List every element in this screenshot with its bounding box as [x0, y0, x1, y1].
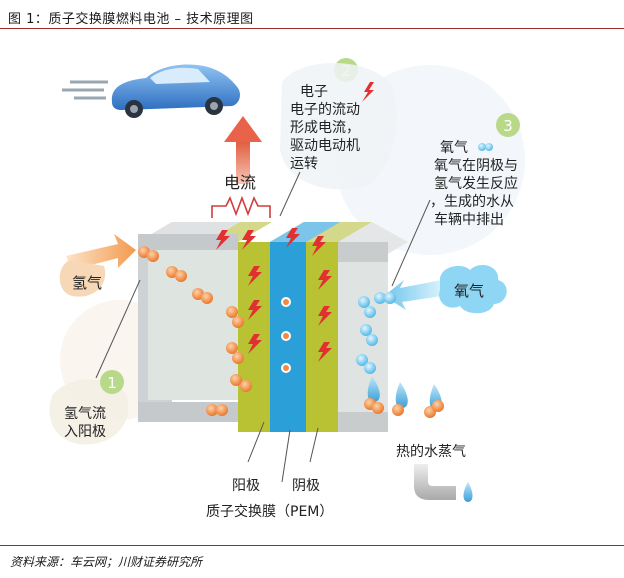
oxygen-molecule-icon — [478, 143, 493, 151]
step-2-text-3: 形成电流， — [290, 120, 360, 136]
step-3-text-3: 氢气发生反应 — [434, 175, 518, 192]
step-3-text-5: 车辆中排出 — [434, 211, 504, 228]
current-up-arrow — [224, 116, 262, 184]
step-1-text-2: 入阳极 — [64, 424, 106, 440]
proton-particles — [281, 297, 291, 373]
pem-leader — [281, 429, 291, 483]
oxygen-molecules — [356, 292, 396, 374]
step-3-text-4: ，生成的水从 — [430, 194, 514, 210]
electron-sparks — [216, 228, 332, 362]
step-2-text-2: 电子的流动 — [290, 102, 360, 118]
step-3-badge: 3 — [496, 113, 520, 137]
top-rule — [0, 28, 624, 29]
pem-label: 质子交换膜（PEM） — [206, 503, 333, 520]
exhaust-pipe-icon — [414, 464, 473, 502]
figure-source: 资料来源：车云网；川财证券研究所 — [10, 555, 203, 569]
fuel-cell-diagram: 2 电子 电子的流动 形成电流， 驱动电动机 运转 电流 3 氧气 氧气在阴极与… — [49, 58, 525, 520]
anode-leader — [247, 421, 265, 463]
resistor-icon — [211, 195, 271, 218]
figure-title: 图 1：质子交换膜燃料电池 – 技术原理图 — [8, 12, 254, 27]
current-label: 电流 — [224, 173, 256, 192]
step-2-text-4: 驱动电动机 — [290, 138, 360, 154]
hydrogen-molecules — [138, 246, 252, 416]
step-3-text-2: 氧气在阴极与 — [434, 158, 518, 174]
svg-text:1: 1 — [107, 374, 117, 392]
fuel-cell-stack — [138, 222, 408, 432]
step-3-text-1: 氧气 — [440, 140, 468, 156]
step-1-leader — [95, 279, 141, 379]
car-icon — [62, 64, 241, 118]
step-1-badge: 1 — [100, 370, 124, 394]
water-drops — [364, 376, 444, 418]
step-3-leader — [391, 199, 431, 287]
oxygen-inlet-arrow — [384, 265, 507, 314]
svg-text:3: 3 — [503, 117, 513, 135]
cathode-label: 阴极 — [292, 478, 320, 494]
cathode-leader — [309, 427, 319, 463]
step-2-leader — [279, 171, 301, 217]
cathode-layer — [306, 242, 338, 432]
step-2-text-5: 运转 — [290, 156, 318, 172]
hydrogen-inlet-arrow — [59, 234, 136, 297]
oxygen-label: 氧气 — [454, 282, 484, 300]
steam-label: 热的水蒸气 — [396, 444, 466, 460]
anode-label: 阳极 — [232, 478, 260, 494]
spark-icon — [362, 82, 374, 102]
hydrogen-label: 氢气 — [72, 274, 102, 292]
step-2-text-1: 电子 — [300, 84, 328, 100]
bottom-rule — [0, 545, 624, 546]
step-1-text-1: 氢气流 — [64, 406, 106, 422]
